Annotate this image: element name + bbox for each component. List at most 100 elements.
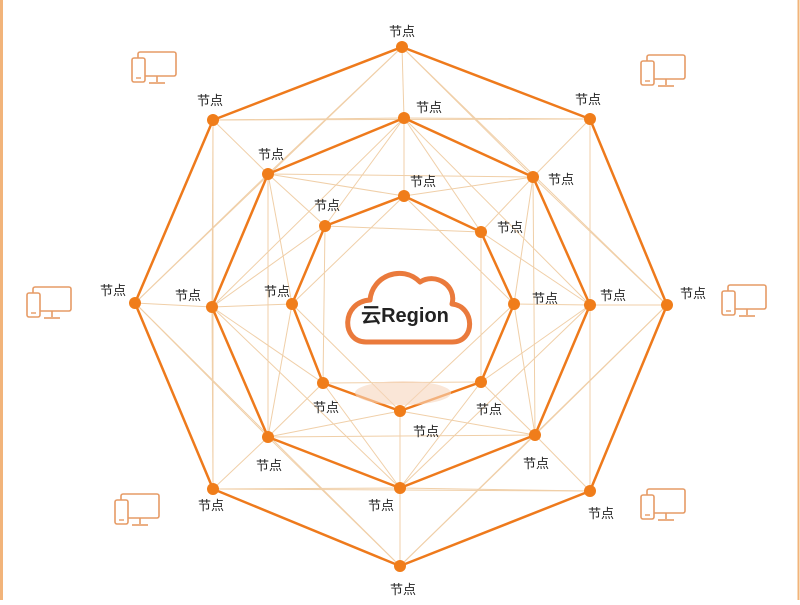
mesh-line	[513, 303, 591, 306]
mesh-line	[401, 46, 405, 119]
mesh-line	[322, 382, 401, 489]
inner-node	[475, 376, 487, 388]
device-icon	[131, 51, 177, 84]
phone-icon	[114, 499, 129, 525]
inner-node	[286, 298, 298, 310]
mesh-line	[403, 117, 591, 306]
node-label: 节点	[389, 25, 415, 40]
mesh-line	[403, 176, 534, 197]
mesh-line	[399, 304, 591, 489]
outer-node	[394, 560, 406, 572]
middle-node	[584, 299, 596, 311]
outer-node	[584, 485, 596, 497]
mesh-line	[211, 225, 326, 308]
outer-node	[396, 41, 408, 53]
mesh-line	[211, 303, 293, 308]
phone-icon	[640, 494, 655, 520]
cloud-icon	[345, 270, 473, 345]
node-label: 节点	[264, 285, 290, 300]
inner-node	[475, 226, 487, 238]
mesh-line	[532, 176, 536, 436]
outer-node	[129, 297, 141, 309]
node-label: 节点	[476, 403, 502, 418]
mesh-line	[480, 304, 591, 383]
mesh-line	[212, 487, 401, 490]
mesh-line	[134, 302, 269, 438]
mesh-line	[267, 173, 326, 227]
mesh-line	[211, 306, 324, 384]
phone-icon	[640, 60, 655, 86]
mesh-line	[211, 117, 405, 308]
mesh-line	[480, 176, 534, 233]
node-label: 节点	[600, 289, 626, 304]
mesh-line	[399, 434, 536, 567]
node-label: 节点	[497, 221, 523, 236]
mesh-line	[322, 225, 326, 384]
mesh-line	[532, 176, 668, 306]
mesh-line	[324, 117, 405, 227]
device-icon	[114, 493, 160, 526]
outer-node	[207, 114, 219, 126]
middle-node	[206, 301, 218, 313]
mesh-line	[267, 173, 293, 305]
mesh-line	[267, 303, 293, 438]
phone-icon	[26, 292, 41, 318]
mesh-line	[267, 410, 401, 438]
middle-node	[527, 171, 539, 183]
outer-node	[661, 299, 673, 311]
node-label: 节点	[197, 94, 223, 109]
device-icon	[640, 488, 686, 521]
mesh-line	[534, 434, 591, 492]
node-label: 节点	[575, 93, 601, 108]
device-icon	[26, 286, 72, 319]
mesh-line	[291, 195, 405, 305]
mesh-line	[267, 173, 405, 197]
node-label: 节点	[258, 148, 284, 163]
mesh-line	[212, 436, 269, 490]
inner-node	[508, 298, 520, 310]
mesh-line	[324, 225, 482, 233]
mesh-line	[532, 118, 591, 178]
mesh-line	[134, 302, 213, 308]
mesh-line	[212, 119, 269, 175]
inner-node	[398, 190, 410, 202]
mesh-line	[211, 119, 214, 308]
node-label: 节点	[680, 287, 706, 302]
outer-node	[207, 483, 219, 495]
node-label: 节点	[390, 583, 416, 598]
device-icon	[721, 284, 767, 317]
mesh-line	[513, 176, 534, 305]
mesh-line	[480, 381, 536, 436]
node-label: 节点	[175, 289, 201, 304]
node-label: 节点	[314, 199, 340, 214]
mesh-line	[267, 382, 324, 438]
node-labels: 节点节点节点节点节点节点节点节点节点节点节点节点节点节点节点节点节点节点节点节点…	[100, 25, 706, 598]
center-label: 云Region	[361, 305, 449, 327]
node-label: 节点	[523, 457, 549, 472]
node-label: 节点	[410, 175, 436, 190]
outer-node	[584, 113, 596, 125]
nodes	[129, 41, 673, 572]
mesh-line	[399, 410, 536, 436]
middle-node	[262, 431, 274, 443]
phone-icon	[131, 57, 146, 83]
mesh-line	[403, 195, 515, 305]
mesh-line	[403, 117, 482, 233]
inner-node	[319, 220, 331, 232]
mesh-line	[513, 303, 536, 436]
mesh-line	[399, 381, 482, 489]
node-label: 节点	[256, 459, 282, 474]
node-label: 节点	[313, 401, 339, 416]
middle-node	[398, 112, 410, 124]
node-label: 节点	[532, 292, 558, 307]
phone-icon	[721, 290, 736, 316]
middle-node	[394, 482, 406, 494]
mesh-line	[480, 231, 591, 306]
node-label: 节点	[588, 507, 614, 522]
middle-node	[262, 168, 274, 180]
mesh-line	[211, 306, 401, 489]
device-icon	[640, 54, 686, 87]
inner-node	[317, 377, 329, 389]
cloud-region: 云Region	[345, 270, 473, 405]
